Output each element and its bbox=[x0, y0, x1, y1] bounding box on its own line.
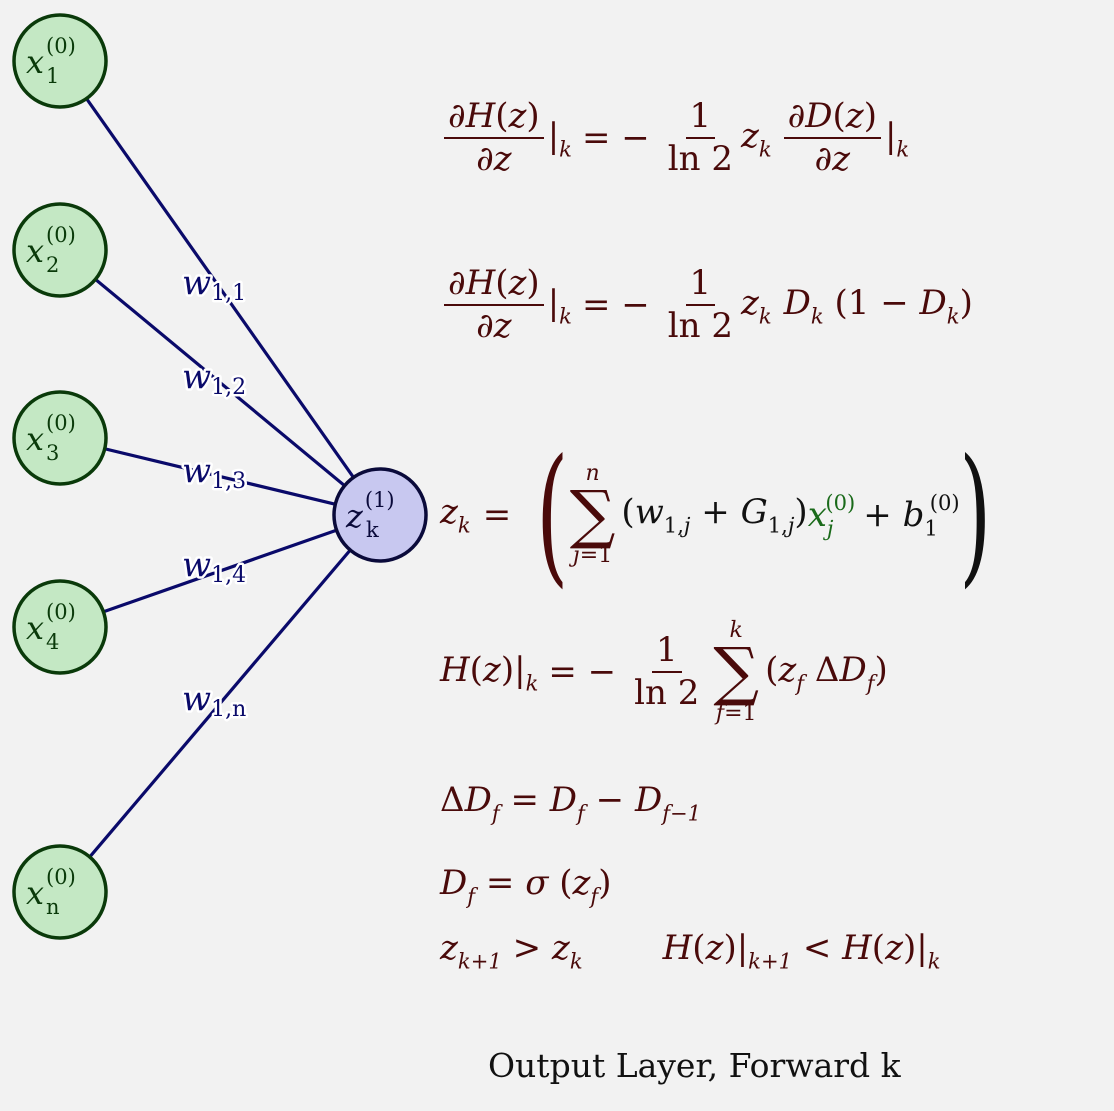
equation-delta-D: ΔDf = Df − Df−1 bbox=[440, 780, 702, 826]
edge-2 bbox=[58, 248, 382, 517]
input-node-2: x(0)2 bbox=[12, 202, 108, 298]
weight-label-2: w1,2 bbox=[182, 357, 246, 400]
edge-4 bbox=[59, 513, 381, 629]
weight-label-1: w1,1 bbox=[182, 263, 246, 306]
equation-zk-sum: zk = ( n∑j=1 (w1,j + G1,j)xj(0) + b1(0) … bbox=[440, 428, 991, 602]
output-node: z(1)k bbox=[332, 467, 428, 563]
input-node-4-label: x(0)4 bbox=[26, 600, 76, 654]
input-node-5: x(0)n bbox=[12, 844, 108, 940]
edge-1 bbox=[58, 60, 382, 516]
input-node-4: x(0)4 bbox=[12, 579, 108, 675]
output-node-label: z(1)k bbox=[345, 488, 395, 542]
input-node-2-label: x(0)2 bbox=[26, 223, 76, 277]
weight-label-4: w1,4 bbox=[182, 545, 246, 588]
weight-label-3: w1,3 bbox=[182, 451, 246, 494]
equation-monotonic: zk+1 > zk H(z)|k+1 < H(z)|k bbox=[440, 928, 941, 974]
weight-label-5: w1,n bbox=[182, 679, 246, 722]
input-node-1-label: x(0)1 bbox=[26, 34, 76, 88]
input-node-3-label: x(0)3 bbox=[26, 411, 76, 465]
equation-D-sigma: Df = σ (zf) bbox=[440, 863, 612, 909]
input-node-1: x(0)1 bbox=[12, 13, 108, 109]
edge-5 bbox=[58, 513, 382, 894]
input-node-5-label: x(0)n bbox=[26, 865, 76, 919]
diagram-caption: Output Layer, Forward k bbox=[488, 1046, 901, 1085]
edge-3 bbox=[59, 436, 381, 517]
input-node-3: x(0)3 bbox=[12, 390, 108, 486]
